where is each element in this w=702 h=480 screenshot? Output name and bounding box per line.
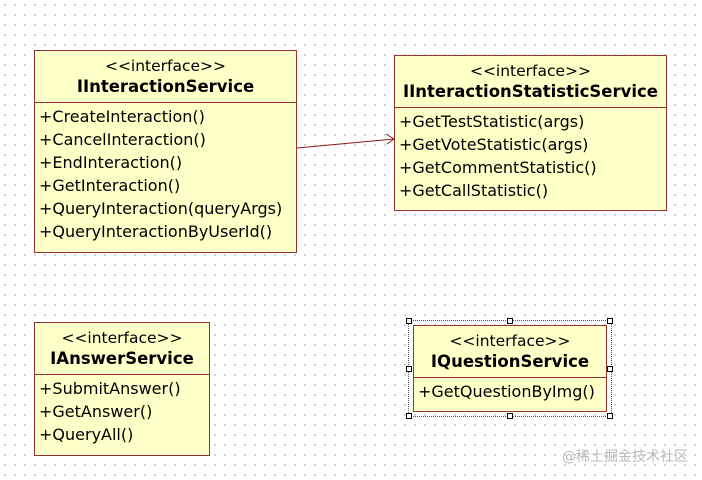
class-name: IInteractionStatisticService [403,82,658,101]
operation: +GetVoteStatistic(args) [399,135,589,154]
stereotype-label: <<interface>> [104,57,227,75]
resize-handle-bottom-left[interactable] [406,413,412,419]
answer-service-class[interactable]: <<interface>> IAnswerService +SubmitAnsw… [34,322,210,456]
class-name: IQuestionService [430,352,590,371]
class-header: <<interface>> IQuestionService [414,326,606,378]
arrowhead-icon [385,133,395,145]
association-line [296,138,395,149]
operation: +CreateInteraction() [39,107,205,126]
stereotype-label: <<interface>> [469,62,592,80]
resize-handle-top[interactable] [507,318,513,324]
operations-list: +GetQuestionByImg() [414,378,606,407]
operation: +SubmitAnswer() [39,379,181,398]
class-name: IAnswerService [50,349,194,368]
resize-handle-top-left[interactable] [406,318,412,324]
resize-handle-left[interactable] [406,366,412,372]
stereotype-label: <<interface>> [61,329,183,347]
operation: +GetInteraction() [39,176,181,195]
operation: +GetAnswer() [39,402,153,421]
class-name: IInteractionService [76,77,255,96]
operations-list: +GetTestStatistic(args) +GetVoteStatisti… [395,108,666,206]
operation: +GetCallStatistic() [399,181,549,200]
operations-list: +CreateInteraction() +CancelInteraction(… [35,103,296,247]
operation: +GetCommentStatistic() [399,158,597,177]
operation: +GetTestStatistic(args) [399,112,585,131]
operation: +QueryAll() [39,425,134,444]
resize-handle-bottom[interactable] [507,413,513,419]
class-header: <<interface>> IInteractionStatisticServi… [395,56,666,108]
stereotype-label: <<interface>> [449,332,571,350]
class-header: <<interface>> IInteractionService [35,51,296,103]
resize-handle-bottom-right[interactable] [607,413,613,419]
resize-handle-right[interactable] [607,366,613,372]
watermark-text: @稀土掘金技术社区 [562,449,688,465]
operation: +QueryInteraction(queryArgs) [39,199,283,218]
operations-list: +SubmitAnswer() +GetAnswer() +QueryAll() [35,375,209,450]
class-header: <<interface>> IAnswerService [35,323,209,375]
question-service-class[interactable]: <<interface>> IQuestionService +GetQuest… [408,320,612,417]
interaction-service-class[interactable]: <<interface>> IInteractionService +Creat… [34,50,297,253]
operation: +EndInteraction() [39,153,183,172]
interaction-statistic-service-class[interactable]: <<interface>> IInteractionStatisticServi… [394,55,667,211]
operation: +GetQuestionByImg() [418,382,595,401]
operation: +CancelInteraction() [39,130,206,149]
operation: +QueryInteractionByUserId() [39,222,273,241]
resize-handle-top-right[interactable] [607,318,613,324]
